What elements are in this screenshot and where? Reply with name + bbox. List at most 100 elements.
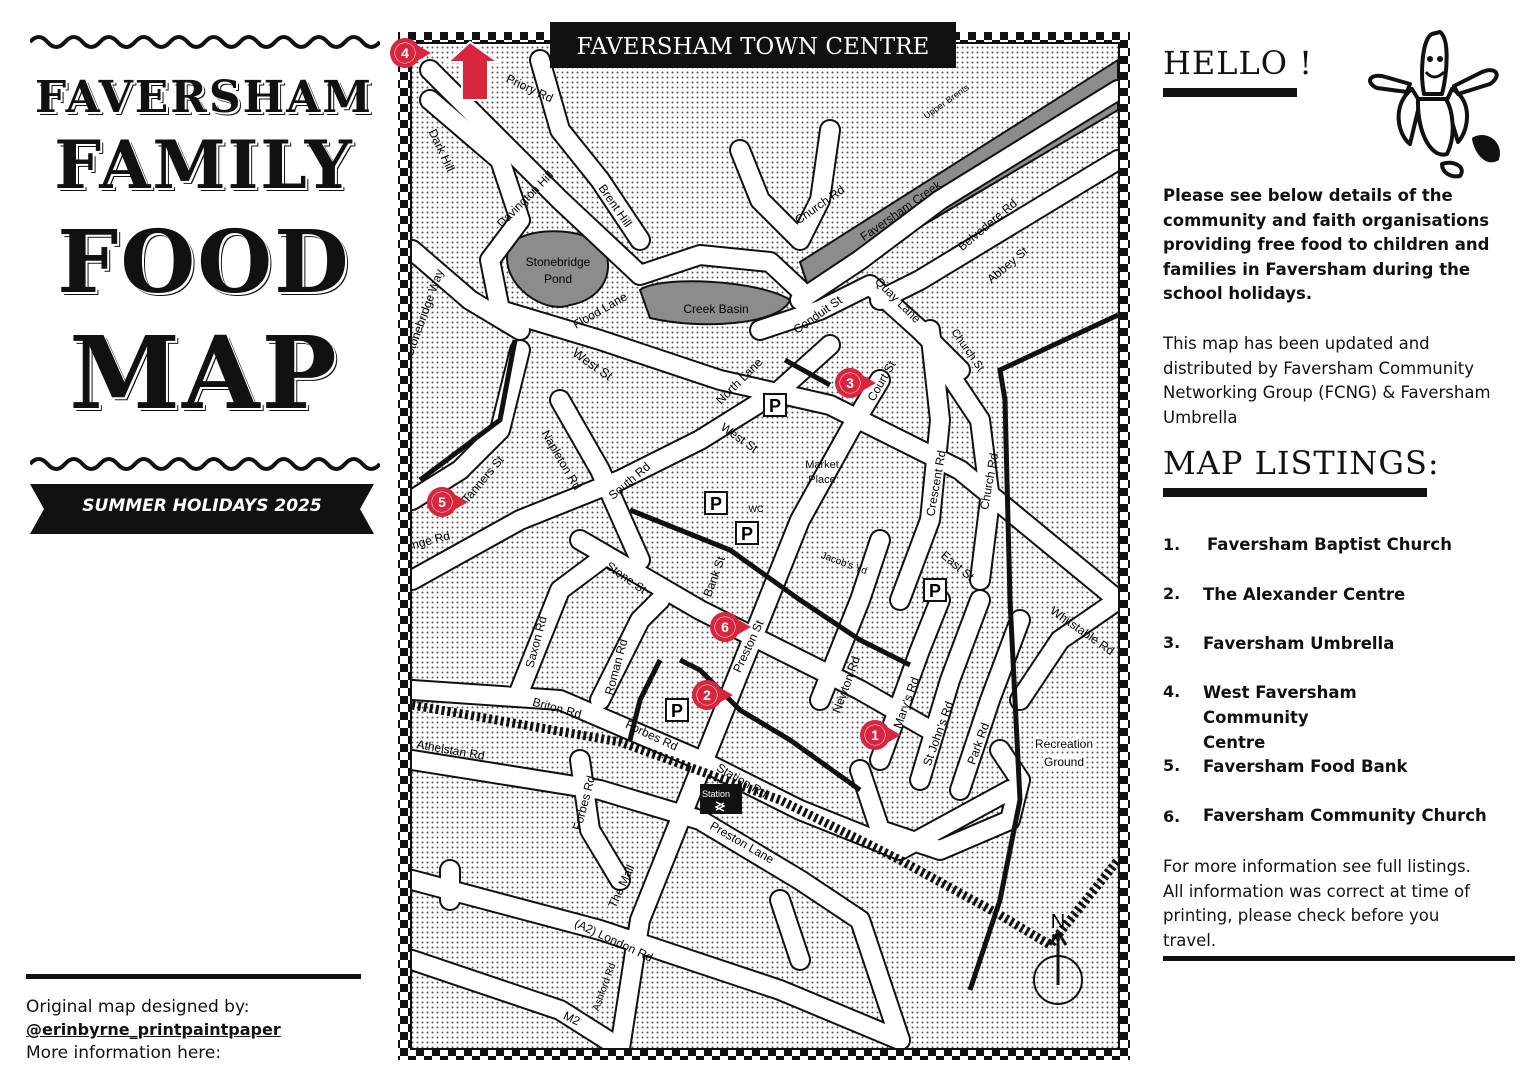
footpath — [418, 339, 518, 482]
svg-text:P: P — [671, 701, 683, 721]
listings-heading: MAP LISTINGS: — [1163, 444, 1440, 482]
listing-name: The Alexander Centre — [1203, 585, 1406, 604]
divider — [26, 974, 361, 979]
listing-name: Faversham Food Bank — [1203, 757, 1408, 776]
road — [931, 351, 999, 589]
divider — [1163, 956, 1515, 961]
listing-name: Faversham Umbrella — [1203, 634, 1395, 653]
listing-number: 1. — [1163, 535, 1181, 554]
banana-mascot-icon — [1368, 30, 1500, 179]
location-marker-6[interactable]: 6 — [710, 612, 751, 642]
svg-text:1: 1 — [871, 727, 879, 743]
parking-icon: P — [665, 698, 689, 722]
svg-text:4: 4 — [401, 45, 409, 61]
map-title: FAVERSHAM TOWN CENTRE — [577, 34, 930, 60]
road — [412, 951, 629, 1048]
road — [551, 391, 649, 569]
svg-text:P: P — [741, 524, 753, 544]
subtitle-banner: SUMMER HOLIDAYS 2025 — [30, 484, 374, 534]
road — [891, 321, 949, 609]
street-label: Market — [805, 459, 839, 471]
road — [571, 531, 939, 739]
parking-icon: P — [923, 578, 947, 602]
street-label: Recreation — [1035, 737, 1093, 751]
parking-icon: P — [735, 521, 759, 545]
footpath — [678, 657, 862, 793]
road — [412, 751, 909, 1048]
intro-paragraph: Please see below details of the communit… — [1163, 186, 1490, 303]
footpath — [627, 658, 663, 741]
road — [412, 336, 839, 589]
svg-text:5: 5 — [438, 494, 446, 510]
footpath — [967, 312, 1118, 991]
listing-name: Faversham Community Church — [1203, 806, 1487, 825]
location-marker-2[interactable]: 2 — [692, 680, 733, 710]
footpath — [629, 507, 912, 668]
road — [871, 151, 1118, 309]
road — [531, 51, 649, 249]
poster-title-line-4: MAP — [69, 314, 339, 432]
road — [412, 341, 529, 509]
road — [421, 91, 1118, 609]
svg-text:6: 6 — [721, 619, 729, 635]
street-label: Ground — [1044, 755, 1084, 769]
street-label: Creek Basin — [683, 302, 748, 316]
road — [421, 61, 809, 299]
parking-icon: P — [704, 491, 728, 515]
wave-divider — [30, 457, 380, 471]
poster-title-line-3: FOOD — [57, 212, 351, 313]
credit-handle-link[interactable]: @erinbyrne_printpaintpaper — [26, 1020, 281, 1039]
road — [871, 591, 949, 769]
road — [412, 871, 909, 1048]
station-label: Station — [702, 789, 730, 799]
north-arrow-icon: N — [1033, 911, 1083, 1005]
footer-note: For more information see full listings. … — [1163, 857, 1471, 950]
stonebridge-pond — [506, 230, 610, 308]
road — [1011, 591, 1118, 709]
location-marker-5[interactable]: 5 — [427, 487, 468, 517]
listing-number: 5. — [1163, 756, 1181, 775]
update-paragraph: This map has been updated and distribute… — [1163, 334, 1491, 427]
listing-number: 3. — [1163, 633, 1181, 652]
street-label: Pond — [544, 272, 572, 286]
street-label: Place — [808, 474, 836, 486]
map-title-box — [550, 22, 956, 68]
svg-text:P: P — [769, 396, 781, 416]
listing-number: 2. — [1163, 584, 1181, 603]
street-label: Stonebridge — [526, 255, 591, 269]
road — [731, 121, 839, 249]
svg-text:P: P — [710, 494, 722, 514]
road — [911, 591, 989, 789]
svg-text:2: 2 — [703, 687, 711, 703]
more-info-label: More information here: — [26, 1043, 222, 1063]
hello-heading: HELLO ! — [1163, 44, 1314, 82]
direction-arrow-icon — [445, 40, 502, 101]
road — [811, 531, 889, 709]
listing-number: 4. — [1163, 682, 1181, 701]
street-label: M2 — [561, 1009, 582, 1029]
poster-title-line-2: FAMILY — [54, 126, 354, 204]
location-marker-1[interactable]: 1 — [860, 720, 901, 750]
road — [591, 591, 669, 709]
footpath — [783, 357, 832, 388]
listing-number: 6. — [1163, 807, 1181, 826]
road — [571, 751, 629, 889]
divider — [1163, 88, 1297, 97]
railway — [412, 700, 1118, 951]
divider — [1163, 488, 1427, 497]
svg-text:P: P — [929, 581, 941, 601]
north-label: N — [1051, 911, 1065, 933]
credit-label: Original map designed by: — [26, 997, 250, 1017]
road — [511, 551, 609, 699]
road — [791, 81, 1118, 309]
parking-icon: P — [763, 393, 787, 417]
road — [412, 241, 529, 339]
road — [771, 891, 809, 969]
poster-title-line-1: FAVERSHAM — [34, 72, 374, 123]
location-marker-3[interactable]: 3 — [835, 368, 876, 398]
svg-text:3: 3 — [846, 375, 854, 391]
station-icon: Station — [700, 784, 742, 814]
listing-name: Faversham Baptist Church — [1207, 535, 1452, 554]
location-marker-4[interactable]: 4 — [390, 38, 431, 68]
